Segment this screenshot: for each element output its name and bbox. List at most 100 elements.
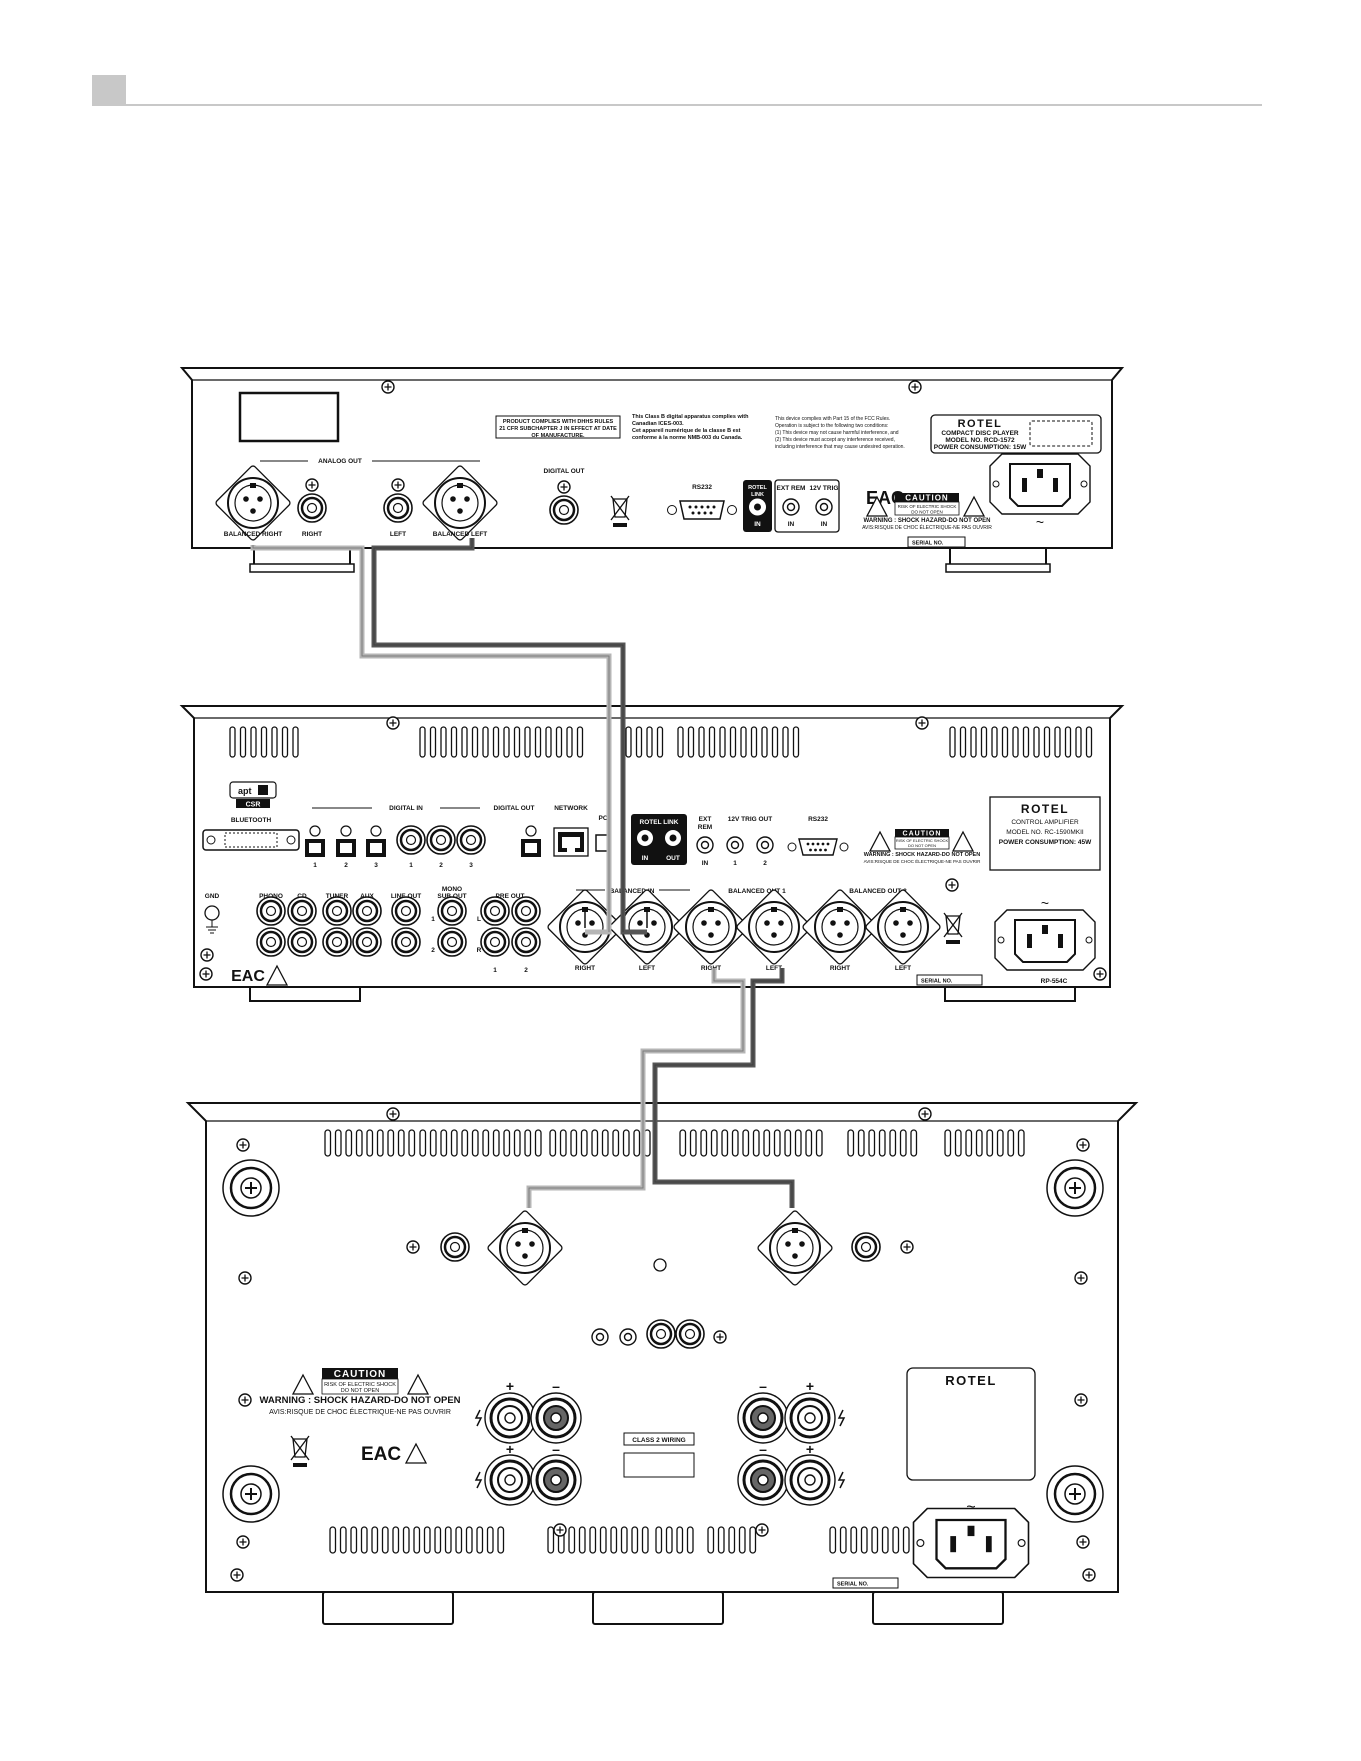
svg-text:Operation is subject to the fo: Operation is subject to the following tw… <box>775 423 888 429</box>
amp-rca-jack[interactable] <box>351 926 383 958</box>
svg-text:2: 2 <box>439 862 443 869</box>
svg-text:SERIAL NO.: SERIAL NO. <box>921 979 953 985</box>
amp-rs232-port[interactable] <box>787 838 849 856</box>
speaker-terminal-right-b-negative[interactable] <box>736 1453 790 1507</box>
amp-rca-jack[interactable] <box>390 895 422 927</box>
svg-text:(1) This device may not cause: (1) This device may not cause harmful in… <box>775 430 899 436</box>
vent-slot <box>700 1129 708 1157</box>
power-rca-left-jack[interactable] <box>439 1231 471 1263</box>
coax-in-3-jack[interactable] <box>455 824 487 856</box>
network-label: NETWORK <box>554 805 588 812</box>
trig-out-1-jack[interactable] <box>726 836 744 854</box>
vent-slot <box>601 1129 609 1157</box>
power-trigger-jack-1[interactable] <box>591 1328 609 1346</box>
vent-slot <box>839 1526 847 1554</box>
amp-rca-jack[interactable] <box>255 895 287 927</box>
cd-rs232-port[interactable] <box>667 500 737 520</box>
power-mains-inlet[interactable] <box>912 1507 1030 1579</box>
bluetooth-antenna-port[interactable] <box>202 829 300 851</box>
screw-icon <box>908 380 922 394</box>
cd-rca-right-jack[interactable] <box>296 492 328 524</box>
vent-slot <box>423 1526 431 1554</box>
speaker-terminal-right-b-positive[interactable] <box>783 1453 837 1507</box>
amp-digital-out-label: DIGITAL OUT <box>494 805 535 812</box>
power-rca-right-jack[interactable] <box>850 1231 882 1263</box>
amp-rca-jack[interactable] <box>436 926 468 958</box>
amp-rca-jack[interactable] <box>351 895 383 927</box>
screw-icon <box>1074 1393 1088 1407</box>
vent-slot <box>996 1129 1004 1157</box>
vent-slot <box>676 1526 684 1554</box>
amp-rca-jack[interactable] <box>390 926 422 958</box>
vent-slot <box>250 726 257 758</box>
lightning-icon <box>474 1471 483 1489</box>
control-amp-rear-panel: apt CSR BLUETOOTH DIGITAL IN 1 2 3 1 2 3… <box>179 705 1125 1002</box>
weee-bin-icon <box>943 912 963 944</box>
amp-rca-jack[interactable] <box>479 895 511 927</box>
amp-rca-jack[interactable] <box>436 895 468 927</box>
amp-rca-jack[interactable] <box>510 926 542 958</box>
speaker-terminal-left-a-negative[interactable] <box>529 1391 583 1445</box>
amp-rotel-link[interactable]: ROTEL LINK IN OUT <box>631 814 687 865</box>
cd-ext-rem-jack[interactable] <box>782 498 800 516</box>
vent-slot <box>991 726 998 758</box>
cd-balanced-right-label: BALANCED RIGHT <box>224 531 283 538</box>
vent-slot <box>229 726 236 758</box>
svg-text:3: 3 <box>374 862 378 869</box>
vent-slot <box>455 1526 463 1554</box>
vent-slot <box>381 1526 389 1554</box>
cd-digital-out-jack[interactable] <box>548 494 580 526</box>
vent-slot <box>471 726 479 758</box>
cable-light <box>526 968 746 1208</box>
vent-slot <box>434 1526 442 1554</box>
vent-slot <box>970 726 977 758</box>
speaker-terminal-left-b-negative[interactable] <box>529 1453 583 1507</box>
screw-icon <box>557 480 571 494</box>
vent-slot <box>534 726 542 758</box>
network-port[interactable] <box>553 827 589 857</box>
vent-slot <box>559 1129 567 1157</box>
svg-text:OUT: OUT <box>666 855 680 862</box>
amp-rca-jack[interactable] <box>321 895 353 927</box>
vent-slot <box>782 726 789 758</box>
amp-rca-jack[interactable] <box>286 895 318 927</box>
cd-rca-left-jack[interactable] <box>382 492 414 524</box>
vent-slot <box>656 726 664 758</box>
gnd-terminal[interactable] <box>204 905 220 934</box>
amp-rca-jack[interactable] <box>286 926 318 958</box>
cd-rotel-link[interactable]: ROTEL LINK IN <box>743 480 772 532</box>
coax-in-1-jack[interactable] <box>395 824 427 856</box>
amp-model-label: ROTEL CONTROL AMPLIFIER MODEL NO. RC-159… <box>989 796 1101 871</box>
cd-trig-jack[interactable] <box>815 498 833 516</box>
vent-slot <box>975 1129 983 1157</box>
svg-text:conforme à la norme NMB-003 du: conforme à la norme NMB-003 du Canada. <box>632 435 743 441</box>
weee-bin-icon <box>290 1435 310 1467</box>
svg-text:AVIS:RISQUE DE CHOC ÉLECTRIQUE: AVIS:RISQUE DE CHOC ÉLECTRIQUE-NE PAS OU… <box>269 1407 451 1416</box>
power-trigger-jack-3[interactable] <box>645 1318 677 1350</box>
power-trigger-jack-2[interactable] <box>619 1328 637 1346</box>
cd-mains-inlet[interactable] <box>989 453 1091 515</box>
amp-rca-jack[interactable] <box>321 926 353 958</box>
speaker-terminal-right-a-negative[interactable] <box>736 1391 790 1445</box>
amp-rca-jack[interactable] <box>510 895 542 927</box>
power-amp-rear-panel: CAUTION RISK OF ELECTRIC SHOCK DO NOT OP… <box>185 1102 1139 1625</box>
trig-out-2-jack[interactable] <box>756 836 774 854</box>
corner-foot-icon <box>1045 1464 1105 1524</box>
cd-digital-out-label: DIGITAL OUT <box>544 468 585 475</box>
speaker-terminal-left-b-positive[interactable] <box>483 1453 537 1507</box>
power-trigger-jack-4[interactable] <box>674 1318 706 1350</box>
amp-ext-rem-jack[interactable] <box>696 836 714 854</box>
amp-rca-jack[interactable] <box>255 926 287 958</box>
display-window <box>238 391 340 443</box>
screw-icon <box>900 1240 914 1254</box>
amp-rca-jack[interactable] <box>479 926 511 958</box>
vent-slot <box>944 1129 952 1157</box>
svg-text:1: 1 <box>313 862 317 869</box>
tilde-label: ~ <box>1036 514 1044 530</box>
svg-text:+: + <box>506 1441 514 1457</box>
coax-in-2-jack[interactable] <box>425 824 457 856</box>
speaker-terminal-left-a-positive[interactable] <box>483 1391 537 1445</box>
speaker-terminal-right-a-positive[interactable] <box>783 1391 837 1445</box>
amp-mains-inlet[interactable] <box>994 909 1096 971</box>
vent-slot <box>902 1526 910 1554</box>
